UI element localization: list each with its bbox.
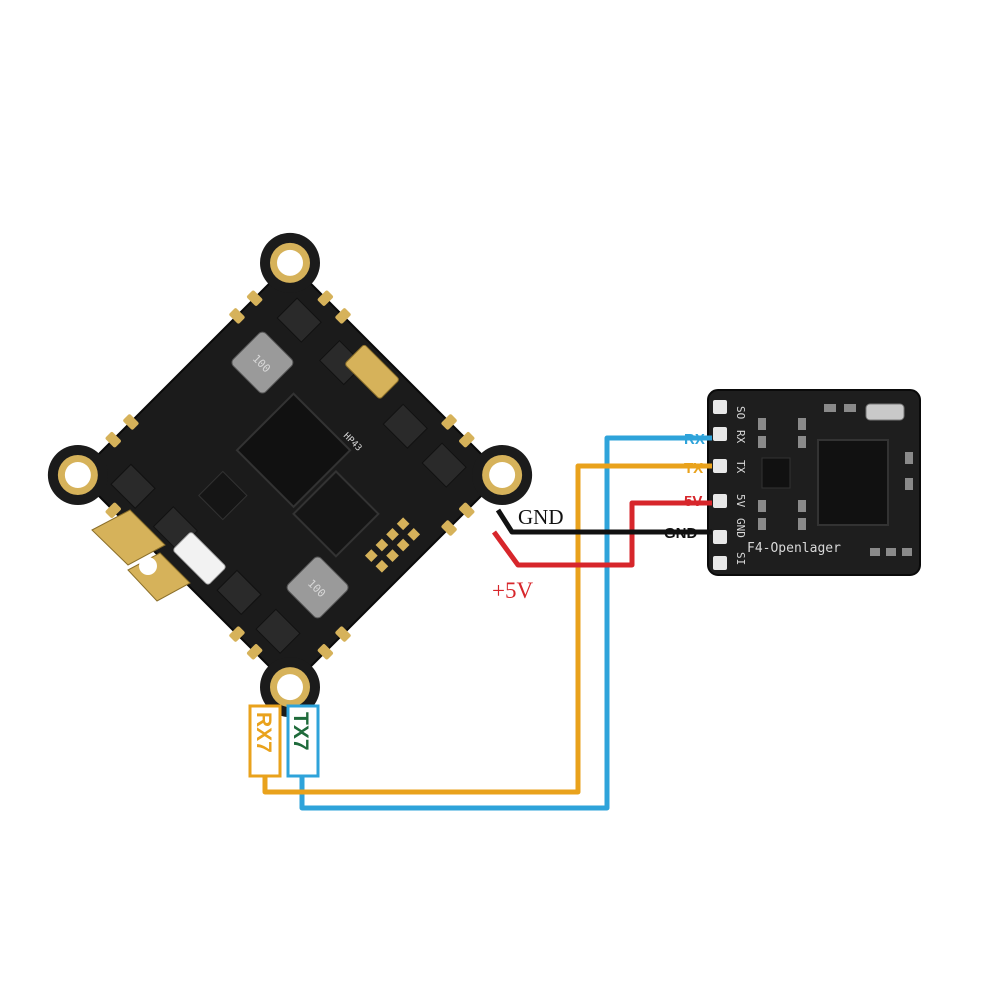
wire-gnd xyxy=(495,508,712,535)
label-module-rx: RX xyxy=(684,431,705,448)
battery-pads xyxy=(91,509,191,602)
label-module-5v: 5V xyxy=(684,493,702,510)
silk-tx: TX xyxy=(734,460,747,474)
wire-tx7-to-rx xyxy=(299,435,712,811)
rx7-pad-box xyxy=(248,704,282,778)
silk-si: SI xyxy=(734,552,747,565)
label-module-gnd: GND xyxy=(664,525,698,542)
mosfets xyxy=(110,297,467,654)
module-crystal xyxy=(865,403,905,421)
plus-sign-silkscreen: + xyxy=(70,502,83,527)
label-module-tx: TX xyxy=(684,460,703,477)
wire-5v xyxy=(491,500,712,568)
module-name-silkscreen: F4-Openlager xyxy=(747,541,841,556)
silk-5v: 5V xyxy=(734,494,747,508)
label-tx7: TX7 xyxy=(289,712,312,751)
openlager-module: SO RX TX 5V GND SI F4-Openlager xyxy=(707,389,921,576)
silk-rx: RX xyxy=(734,430,747,444)
wire-rx7-to-tx xyxy=(262,463,712,795)
module-regulator xyxy=(761,457,791,489)
label-rx7: RX7 xyxy=(252,712,275,753)
wires xyxy=(262,435,712,811)
mount-holes xyxy=(47,232,533,718)
label-fc-5v: +5V xyxy=(492,578,533,603)
silk-gnd: GND xyxy=(734,518,747,538)
tx7-pad-box xyxy=(286,704,320,778)
module-pin-pads xyxy=(713,400,727,570)
inductor-top: 100 xyxy=(231,331,294,394)
module-passives xyxy=(758,404,913,556)
label-fc-gnd: GND xyxy=(518,505,564,529)
inductor-bottom: 100 xyxy=(286,556,349,619)
mcu-chip xyxy=(235,392,352,509)
jst-connector xyxy=(173,532,226,585)
module-main-chip xyxy=(817,439,889,526)
driver-chip xyxy=(292,470,380,558)
silk-so: SO xyxy=(734,406,747,419)
module-silk-labels: SO RX TX 5V GND SI xyxy=(734,406,747,565)
gyro-chip xyxy=(198,470,248,521)
usb-port xyxy=(345,344,399,399)
flight-controller-board: 100 100 HP43 xyxy=(47,232,533,718)
